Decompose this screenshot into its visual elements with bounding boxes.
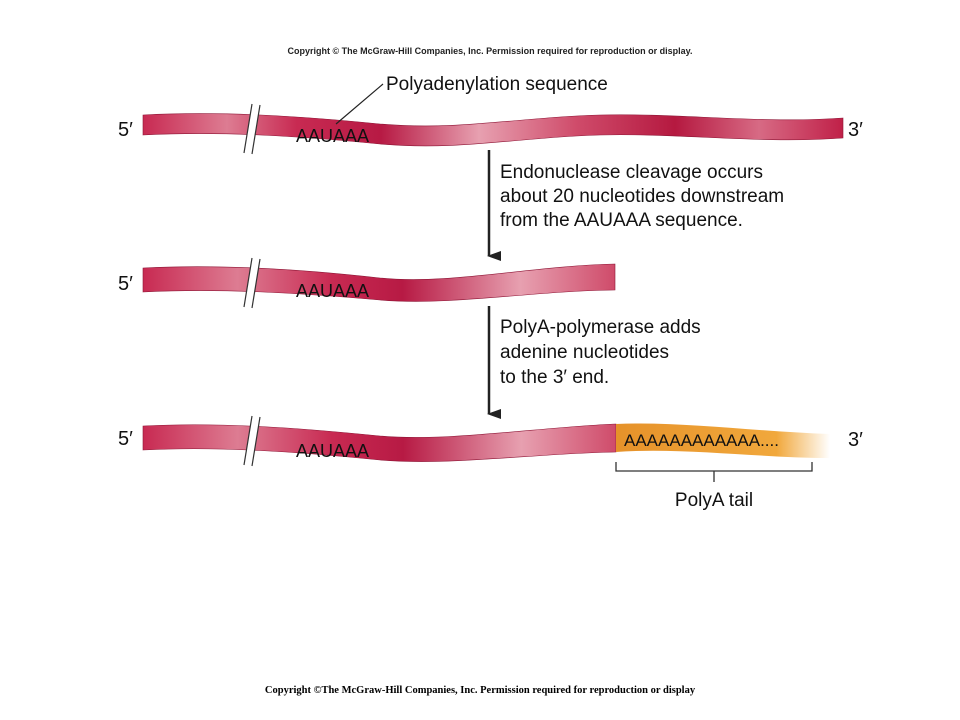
strand-middle: 5′ AAUAAA <box>118 257 616 309</box>
step2-line: to the 3′ end. <box>500 367 609 388</box>
five-prime-label: 5′ <box>118 428 133 450</box>
three-prime-label: 3′ <box>848 429 863 451</box>
three-prime-label: 3′ <box>848 119 863 141</box>
signal-sequence: AAUAAA <box>296 281 369 301</box>
step1-text: Endonuclease cleavage occurs about 20 nu… <box>500 162 784 231</box>
copyright-top: Copyright © The McGraw-Hill Companies, I… <box>287 46 692 56</box>
step1-line: Endonuclease cleavage occurs <box>500 162 763 183</box>
signal-sequence: AAUAAA <box>296 126 369 146</box>
rna-strand <box>142 423 617 462</box>
polyA-tail-label: PolyA tail <box>675 490 753 511</box>
step1-line: from the AAUAAA sequence. <box>500 210 743 231</box>
pointer-line <box>335 83 384 125</box>
signal-sequence: AAUAAA <box>296 441 369 461</box>
five-prime-label: 5′ <box>118 273 133 295</box>
step2-text: PolyA-polymerase adds adenine nucleotide… <box>500 317 701 388</box>
step2-line: PolyA-polymerase adds <box>500 317 701 338</box>
polyA-tail <box>616 423 830 458</box>
strand-bottom: 5′ AAUAAA AAAAAAAAAAAA.... 3′ <box>118 415 863 467</box>
strand-break <box>243 415 261 467</box>
strand-break <box>243 257 261 309</box>
polyA-tail-bracket <box>615 462 813 482</box>
copyright-bottom: Copyright ©The McGraw-Hill Companies, In… <box>264 685 696 696</box>
strand-break <box>243 103 261 155</box>
step2-line: adenine nucleotides <box>500 342 669 363</box>
rna-strand <box>142 113 844 147</box>
polyadenylation-label: Polyadenylation sequence <box>386 74 608 95</box>
strand-top: 5′ AAUAAA 3′ Polyadenylation sequence <box>118 74 863 155</box>
rna-strand <box>142 263 616 302</box>
five-prime-label: 5′ <box>118 119 133 141</box>
step1-line: about 20 nucleotides downstream <box>500 186 784 207</box>
polyA-sequence: AAAAAAAAAAAA.... <box>624 431 779 450</box>
